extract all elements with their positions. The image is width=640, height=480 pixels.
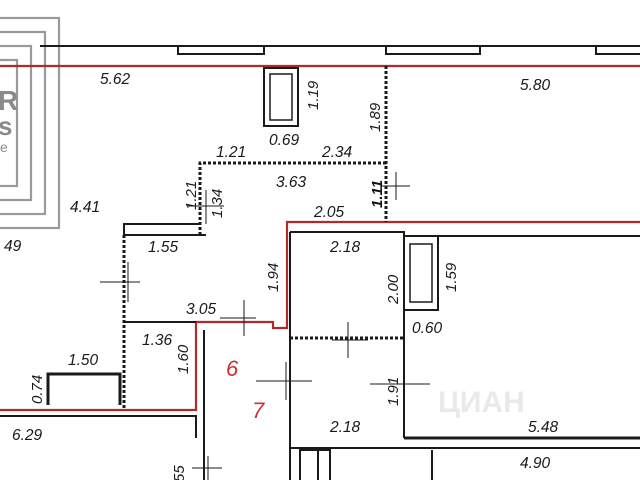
logo-letter-r: R (0, 85, 18, 116)
dim-0-69: 0.69 (269, 132, 300, 149)
dim-2-05: 2.05 (313, 204, 345, 221)
dim-49: 49 (4, 238, 22, 255)
watermark: ЦИАН (438, 386, 525, 419)
dim-4-90: 4.90 (520, 455, 551, 472)
logo-small-text: e (0, 139, 8, 155)
dim-5-62: 5.62 (100, 71, 131, 88)
dim-1-21-top: 1.21 (216, 144, 246, 161)
dim-1-50: 1.50 (68, 352, 99, 369)
logo-letter-s: s (0, 111, 12, 141)
dim-1-55: 1.55 (148, 239, 179, 256)
dim-1-21-side: 1.21 (183, 181, 200, 210)
dim-2-18-upper: 2.18 (329, 239, 361, 256)
dim-1-11: 1.11 (369, 180, 386, 208)
room-number-7: 7 (252, 398, 265, 423)
dim-1-34: 1.34 (209, 189, 226, 218)
dim-2-18-lower: 2.18 (329, 419, 361, 436)
dim-5-48: 5.48 (528, 419, 559, 436)
dim-6-29: 6.29 (12, 427, 43, 444)
dim-1-36: 1.36 (142, 332, 173, 349)
dim-4-41: 4.41 (70, 199, 100, 216)
room-number-6: 6 (226, 356, 239, 381)
logo: R s e (0, 16, 61, 230)
dim-2-34: 2.34 (321, 144, 353, 161)
dim-1-60: 1.60 (175, 344, 192, 374)
dim-5-80: 5.80 (520, 77, 551, 94)
dim-1-59: 1.59 (443, 262, 460, 292)
dim-3-63: 3.63 (276, 174, 307, 191)
dim-0-60: 0.60 (412, 320, 443, 337)
dim-3-05: 3.05 (186, 301, 217, 318)
walls (0, 45, 640, 480)
dim-0-74: 0.74 (29, 375, 46, 404)
dim-55: 55 (171, 465, 188, 480)
dim-1-89: 1.89 (367, 102, 384, 132)
apartment-boundary (0, 64, 640, 412)
dim-1-19: 1.19 (305, 80, 322, 110)
dim-2-00: 2.00 (385, 274, 402, 305)
dim-1-91: 1.91 (385, 377, 402, 406)
dim-1-94: 1.94 (265, 263, 282, 292)
